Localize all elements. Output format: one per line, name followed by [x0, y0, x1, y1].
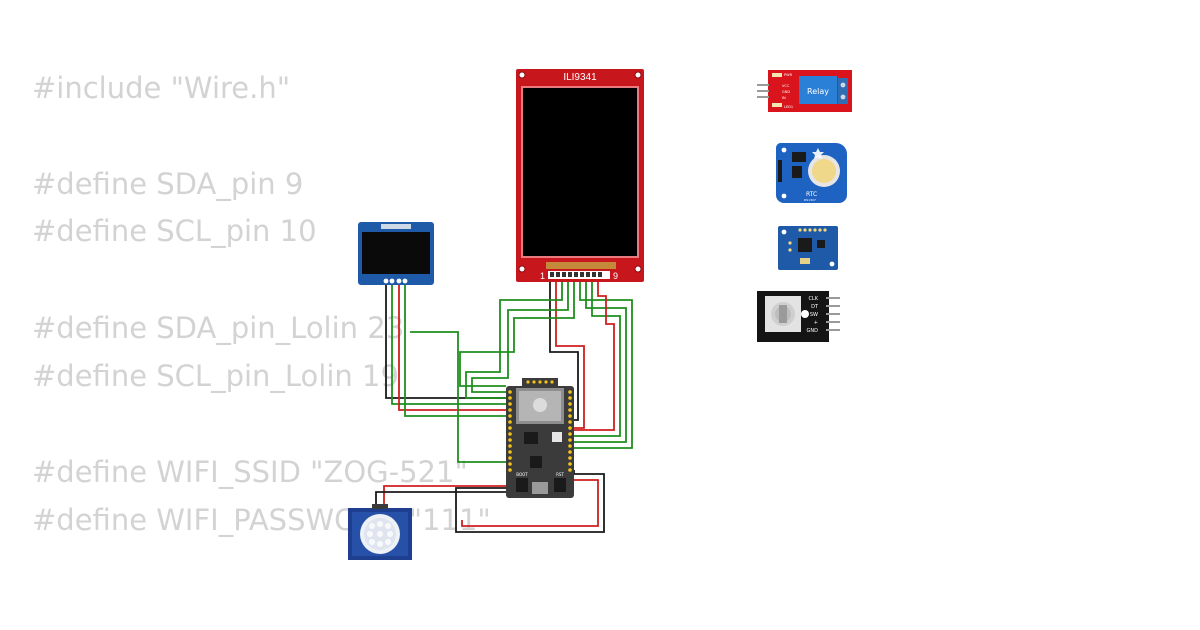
- wire-tft-1[interactable]: [549, 282, 579, 421]
- tft-display[interactable]: ILI9341 1 9: [516, 69, 644, 282]
- code-line-sda: #define SDA_pin 9: [32, 167, 304, 201]
- relay-label: Relay: [807, 87, 829, 96]
- wire-tft-9[interactable]: [572, 282, 615, 431]
- wire-oled-gnd[interactable]: [385, 285, 506, 399]
- wire-tft-6[interactable]: [572, 282, 633, 449]
- encoder-pin-clk: CLK: [808, 296, 818, 302]
- encoder-pin-dt: DT: [811, 304, 819, 310]
- wire-oled-scl[interactable]: [398, 285, 506, 411]
- rtc-label: RTC: [806, 191, 817, 198]
- encoder-pin-plus: +: [814, 320, 818, 326]
- encoder-pin-sw: SW: [810, 312, 818, 318]
- code-line-include: #include "Wire.h": [32, 71, 291, 105]
- wire-tft-8[interactable]: [572, 282, 621, 437]
- rtc-sub-label: DS1307: [804, 198, 816, 202]
- esp32-right-pins: [568, 390, 572, 472]
- tft-pin-first-label: 1: [540, 271, 545, 281]
- wire-tft-7[interactable]: [572, 282, 627, 443]
- esp32-boot-label: BOOT: [516, 472, 528, 477]
- pir-lens-pattern: [367, 521, 393, 547]
- code-line-wifi-ssid: #define WIFI_SSID "ZOG-521": [32, 455, 468, 489]
- relay-pin-pwr: PWR: [784, 73, 793, 77]
- wire-tft-2[interactable]: [555, 282, 585, 429]
- encoder-pin-leads: [826, 297, 840, 331]
- tft-pin-last-label: 9: [613, 271, 618, 281]
- tft-pin-header: [548, 271, 610, 279]
- wire-tft-4[interactable]: [471, 282, 569, 393]
- wire-pir-out3[interactable]: [455, 487, 506, 520]
- esp32-board[interactable]: BOOT RST: [506, 378, 574, 498]
- relay-pin-led: LED1: [784, 105, 793, 109]
- tft-label: ILI9341: [563, 72, 597, 83]
- esp32-left-pins: [508, 390, 512, 472]
- esp32-rst-label: RST: [556, 472, 564, 477]
- oled-display[interactable]: [358, 222, 434, 285]
- encoder-pin-gnd: GND: [807, 328, 819, 334]
- imu-module[interactable]: [778, 226, 838, 270]
- wire-oled-sda[interactable]: [404, 285, 506, 417]
- esp32-top-pins: [526, 380, 554, 384]
- wire-tft-5[interactable]: [459, 282, 575, 387]
- wire-oled-vcc[interactable]: [391, 285, 506, 405]
- wire-pir-out2[interactable]: [375, 491, 506, 508]
- pir-sensor[interactable]: [348, 504, 412, 560]
- code-line-scl-lolin: #define SCL_pin_Lolin 19: [32, 359, 399, 393]
- wire-tft-3[interactable]: [465, 282, 563, 399]
- wire-pir-vcc[interactable]: [461, 479, 599, 527]
- code-line-scl: #define SCL_pin 10: [32, 214, 317, 248]
- relay-pin-vcc: VCC: [782, 84, 790, 88]
- wires: [375, 282, 633, 533]
- relay-module[interactable]: Relay PWR VCC GND IN LED1: [757, 70, 852, 112]
- rtc-module[interactable]: RTC DS1307: [775, 143, 847, 203]
- relay-pin-in: IN: [782, 96, 786, 100]
- wire-esp-left-green[interactable]: [410, 331, 506, 463]
- wire-pir-out1[interactable]: [383, 485, 506, 508]
- relay-pin-gnd: GND: [782, 90, 790, 94]
- imu-pin-row: [798, 228, 827, 232]
- rotary-encoder[interactable]: CLK DT SW + GND: [757, 291, 840, 342]
